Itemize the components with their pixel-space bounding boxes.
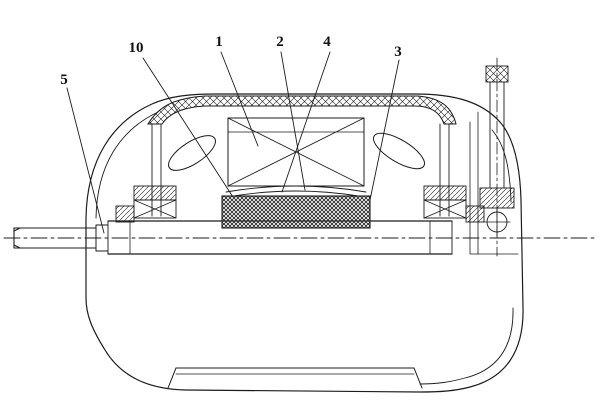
bolt-boss-hatch [479,187,515,209]
left-bearing-cross [133,199,177,219]
leader-line-2 [280,51,306,191]
leader-line-1 [220,51,259,147]
right-bearing-cross [423,199,467,219]
bolt-head [485,65,509,83]
left-end-winding-slot [168,135,216,171]
right-end-winding-slot [373,132,425,170]
housing-inner-wall-bottom [419,307,514,385]
left-bearing-housing-hatch [133,185,177,201]
left-bearing-cap [115,205,135,223]
mounting-base [167,367,423,389]
leader-line-10 [142,57,234,198]
callout-label-4: 4 [323,34,331,50]
air-gap-arc-lower [233,190,359,197]
shaft-extension [13,227,97,249]
terminal-boss-outline [469,111,519,255]
housing-inner-wall-left [95,111,159,219]
right-bearing-cap [465,205,485,223]
rotor-core [221,195,371,229]
right-bearing-housing-hatch [423,185,467,201]
callout-label-5: 5 [60,72,68,88]
bolt-nut-cross [483,207,511,237]
callout-label-3: 3 [394,44,402,60]
leader-line-5 [66,87,105,234]
air-gap-arc-upper [225,185,367,193]
leader-line-3 [369,59,400,201]
callout-label-2: 2 [276,34,284,50]
motor-housing-outline [85,93,524,393]
frame-yoke-hatched-section [147,95,457,125]
leader-line-4 [281,51,331,193]
callout-label-10: 10 [129,40,144,56]
callout-label-1: 1 [215,34,223,50]
